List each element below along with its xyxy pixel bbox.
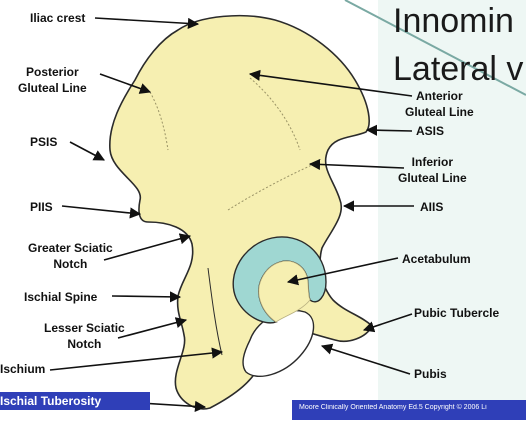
footer-band	[292, 400, 526, 420]
ischium-body-line	[207, 267, 223, 356]
ischial-tuberosity-highlight	[0, 392, 150, 410]
arrow-psis	[69, 141, 105, 161]
arrow-lesser-sciatic-notch	[117, 317, 188, 339]
label-ischial-tuberosity: Ischial Tuberosity	[0, 394, 102, 408]
label-ischium: Ischium	[0, 362, 46, 376]
posterior-gluteal-line-mark	[149, 91, 169, 151]
inferior-gluteal-line-mark	[227, 164, 313, 211]
label-ischial-spine: Ischial Spine	[24, 290, 98, 304]
arrow-ischial-spine	[111, 291, 182, 303]
arrow-acetabulum	[286, 257, 399, 286]
label-aiis: AIIS	[420, 200, 444, 214]
label-asis: ASIS	[416, 124, 445, 138]
label-iliac-crest: Iliac crest	[30, 11, 86, 25]
label-piis: PIIS	[30, 200, 53, 214]
label-lesser-sciatic-notch: Lesser Sciatic Notch	[44, 321, 125, 351]
arrow-pubis	[320, 343, 411, 375]
arrow-greater-sciatic-notch	[103, 233, 192, 261]
arrow-ischium	[49, 347, 224, 371]
anterior-gluteal-line-mark	[249, 77, 301, 151]
leader-arrows	[49, 17, 414, 412]
label-acetabulum: Acetabulum	[402, 252, 471, 266]
label-anterior-gluteal-line: Anterior Gluteal Line	[405, 89, 474, 119]
slide-title-line-1: Innomin	[393, 2, 514, 40]
label-pubic-tubercle: Pubic Tubercle	[414, 306, 500, 320]
panel-edge-line	[344, 0, 526, 96]
arrow-asis	[365, 124, 413, 136]
arrow-iliac-crest	[94, 17, 200, 30]
arrow-inferior-gluteal-line	[308, 158, 405, 171]
arrow-anterior-gluteal-line	[248, 69, 413, 97]
arrow-pubic-tubercle	[362, 313, 413, 333]
arrow-posterior-gluteal-line	[99, 73, 152, 94]
arrow-piis	[61, 205, 142, 219]
label-psis: PSIS	[30, 135, 58, 149]
label-greater-sciatic-notch: Greater Sciatic Notch	[28, 241, 113, 271]
label-pubis: Pubis	[414, 367, 447, 381]
slide-title-line-2: Lateral v	[393, 50, 524, 88]
copyright-credit: Moore Clinically Oriented Anatomy Ed.5 C…	[299, 404, 487, 411]
label-posterior-gluteal-line: Posterior Gluteal Line	[18, 65, 87, 95]
background-panel	[378, 0, 526, 400]
label-inferior-gluteal-line: Inferior Gluteal Line	[398, 155, 467, 185]
